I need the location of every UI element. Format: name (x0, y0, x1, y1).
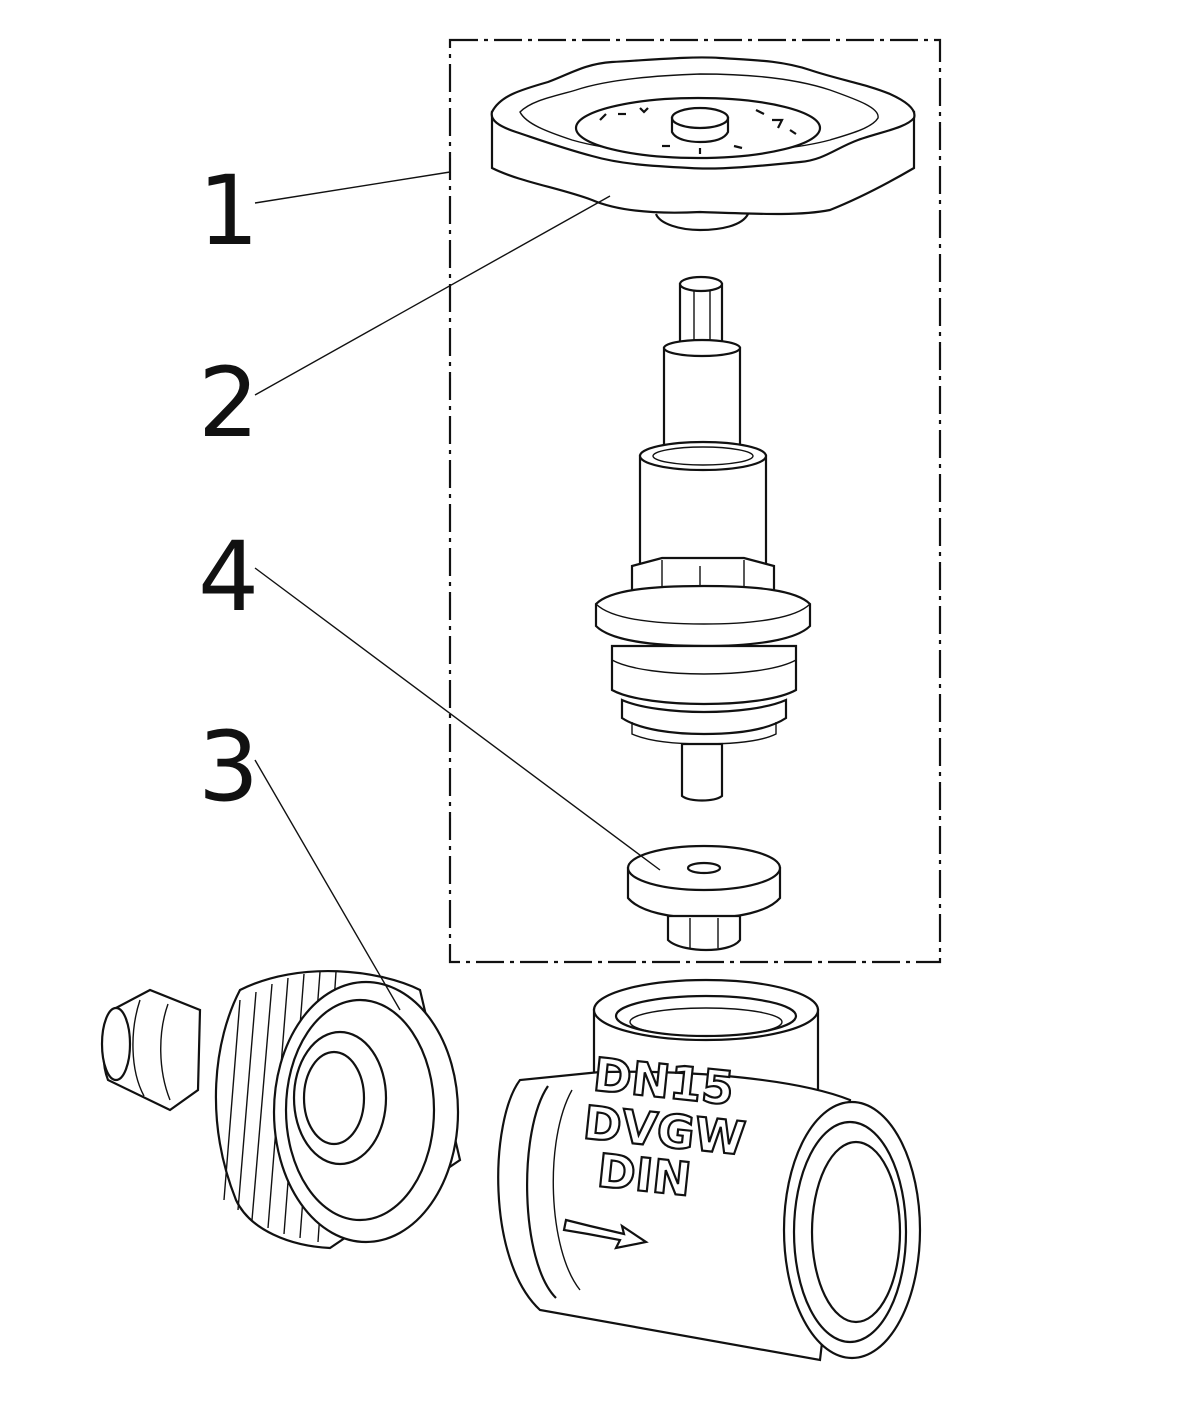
leader-line-3 (254, 759, 401, 1011)
valve-body: DN15 DVGW DIN (497, 978, 922, 1362)
body-marking-din: DIN (595, 1143, 694, 1207)
valve-washer (626, 844, 782, 952)
union-connector (100, 970, 462, 1250)
handwheel (490, 56, 916, 232)
callout-2: 2 (198, 347, 259, 459)
leader-line-2 (254, 195, 611, 396)
callout-4: 4 (198, 521, 259, 633)
leader-line-1 (254, 171, 451, 204)
valve-headpart (594, 275, 812, 802)
callout-3: 3 (198, 711, 259, 823)
callout-1: 1 (198, 155, 259, 267)
leader-line-4 (254, 567, 661, 871)
flow-direction-arrow (562, 1218, 649, 1250)
assembly-boundary-box (448, 38, 942, 964)
